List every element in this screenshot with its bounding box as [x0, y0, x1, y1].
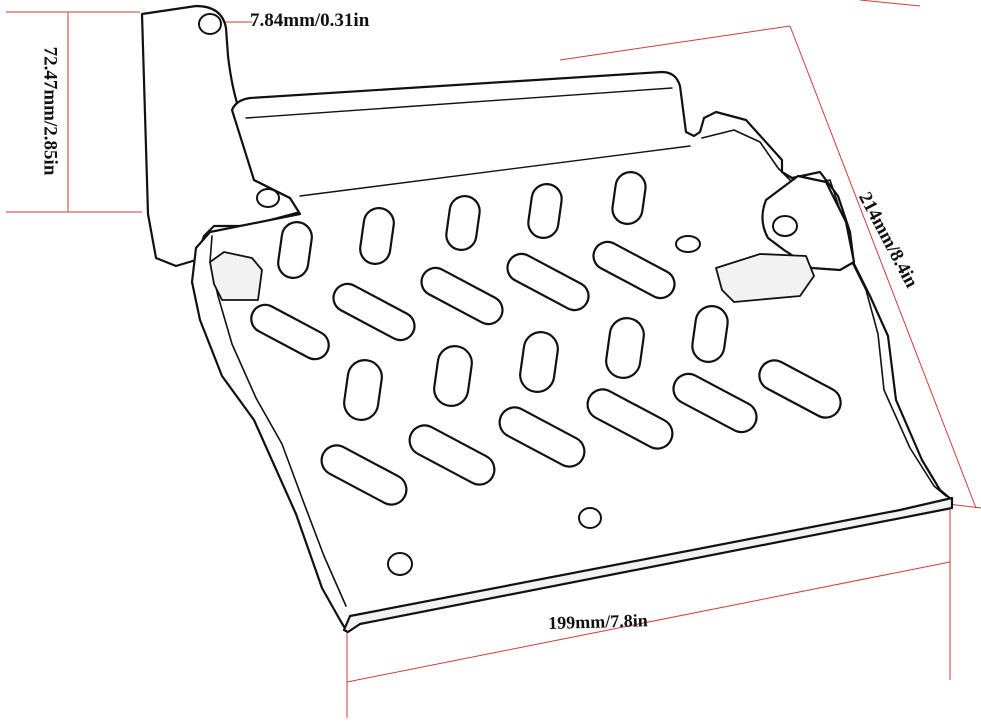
slot: [605, 317, 645, 379]
depth-dimension-line: [789, 25, 977, 509]
right-pocket: [715, 253, 815, 303]
slot: [586, 388, 674, 450]
slot: [527, 183, 563, 239]
slot: [250, 303, 330, 361]
depth-extension-top-right: [859, 0, 921, 7]
front-lip: [342, 496, 954, 634]
right-tab-hole: [772, 215, 798, 237]
slot: [498, 406, 586, 468]
mount-height-label: 72.47mm/2.85in: [39, 46, 61, 176]
width-dimension-line: [346, 561, 951, 683]
depth-extension-right: [947, 503, 981, 509]
mid-bracket-hole: [256, 188, 280, 208]
slot: [408, 424, 496, 486]
depth-extension-top: [559, 25, 791, 61]
slot: [611, 171, 647, 225]
front-hole-left: [387, 552, 413, 576]
slot: [672, 372, 758, 434]
front-hole-center: [578, 507, 602, 529]
width-label: 199mm/7.8in: [547, 610, 649, 633]
slot: [433, 345, 473, 407]
right-mounting-tab: [761, 174, 856, 272]
slot: [343, 359, 383, 421]
top-bracket-hole: [198, 13, 222, 35]
vent-slots: [250, 171, 842, 506]
slot: [320, 444, 408, 506]
slot: [332, 282, 416, 342]
slot: [519, 331, 559, 393]
slot: [758, 359, 842, 419]
slot: [506, 252, 590, 312]
mounting-holes: [198, 13, 798, 576]
slot: [592, 240, 676, 300]
back-plate-crease-2: [299, 145, 691, 197]
back-plate-crease: [245, 87, 673, 119]
slot: [445, 195, 481, 251]
dimension-lines: [6, 0, 981, 718]
slot: [420, 266, 504, 326]
slot: [359, 207, 395, 265]
slot: [277, 221, 313, 279]
left-pocket: [209, 251, 263, 301]
slot: [691, 305, 729, 363]
small-hole-upper: [675, 235, 701, 253]
hole-diameter-label: 7.84mm/0.31in: [250, 10, 370, 31]
